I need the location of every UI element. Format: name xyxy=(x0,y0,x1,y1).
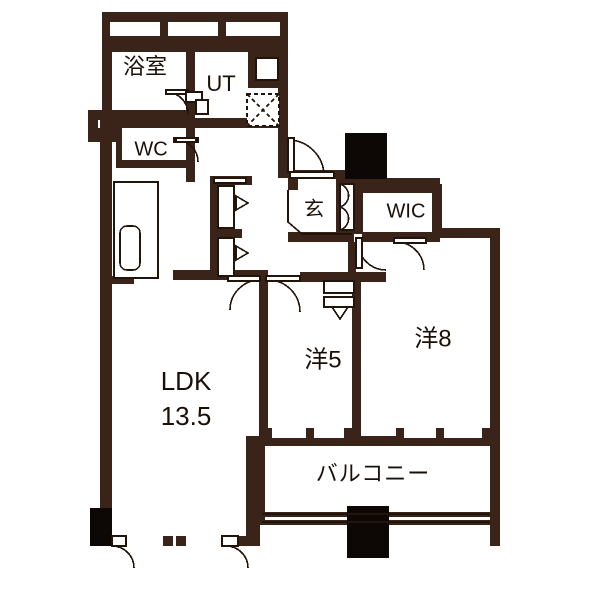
fixtures-and-doors xyxy=(111,57,490,569)
label-genkan: 玄 xyxy=(304,197,324,220)
label-wc: WC xyxy=(134,138,167,160)
column-north xyxy=(345,133,387,179)
label-bath: 浴室 xyxy=(123,54,167,79)
label-wic: WIC xyxy=(387,200,426,222)
label-ldk-area: 13.5 xyxy=(161,401,212,431)
window-openings xyxy=(110,22,482,546)
label-room8: 洋8 xyxy=(414,325,451,352)
label-room5: 洋5 xyxy=(304,346,341,373)
label-ldk: LDK xyxy=(161,366,212,396)
column-southwest xyxy=(90,508,112,546)
label-balcony: バルコニー xyxy=(316,461,431,486)
label-ut: UT xyxy=(206,71,235,96)
room-labels: 浴室 UT WC 玄 WIC LDK 13.5 洋5 洋8 バルコニー xyxy=(123,54,452,486)
